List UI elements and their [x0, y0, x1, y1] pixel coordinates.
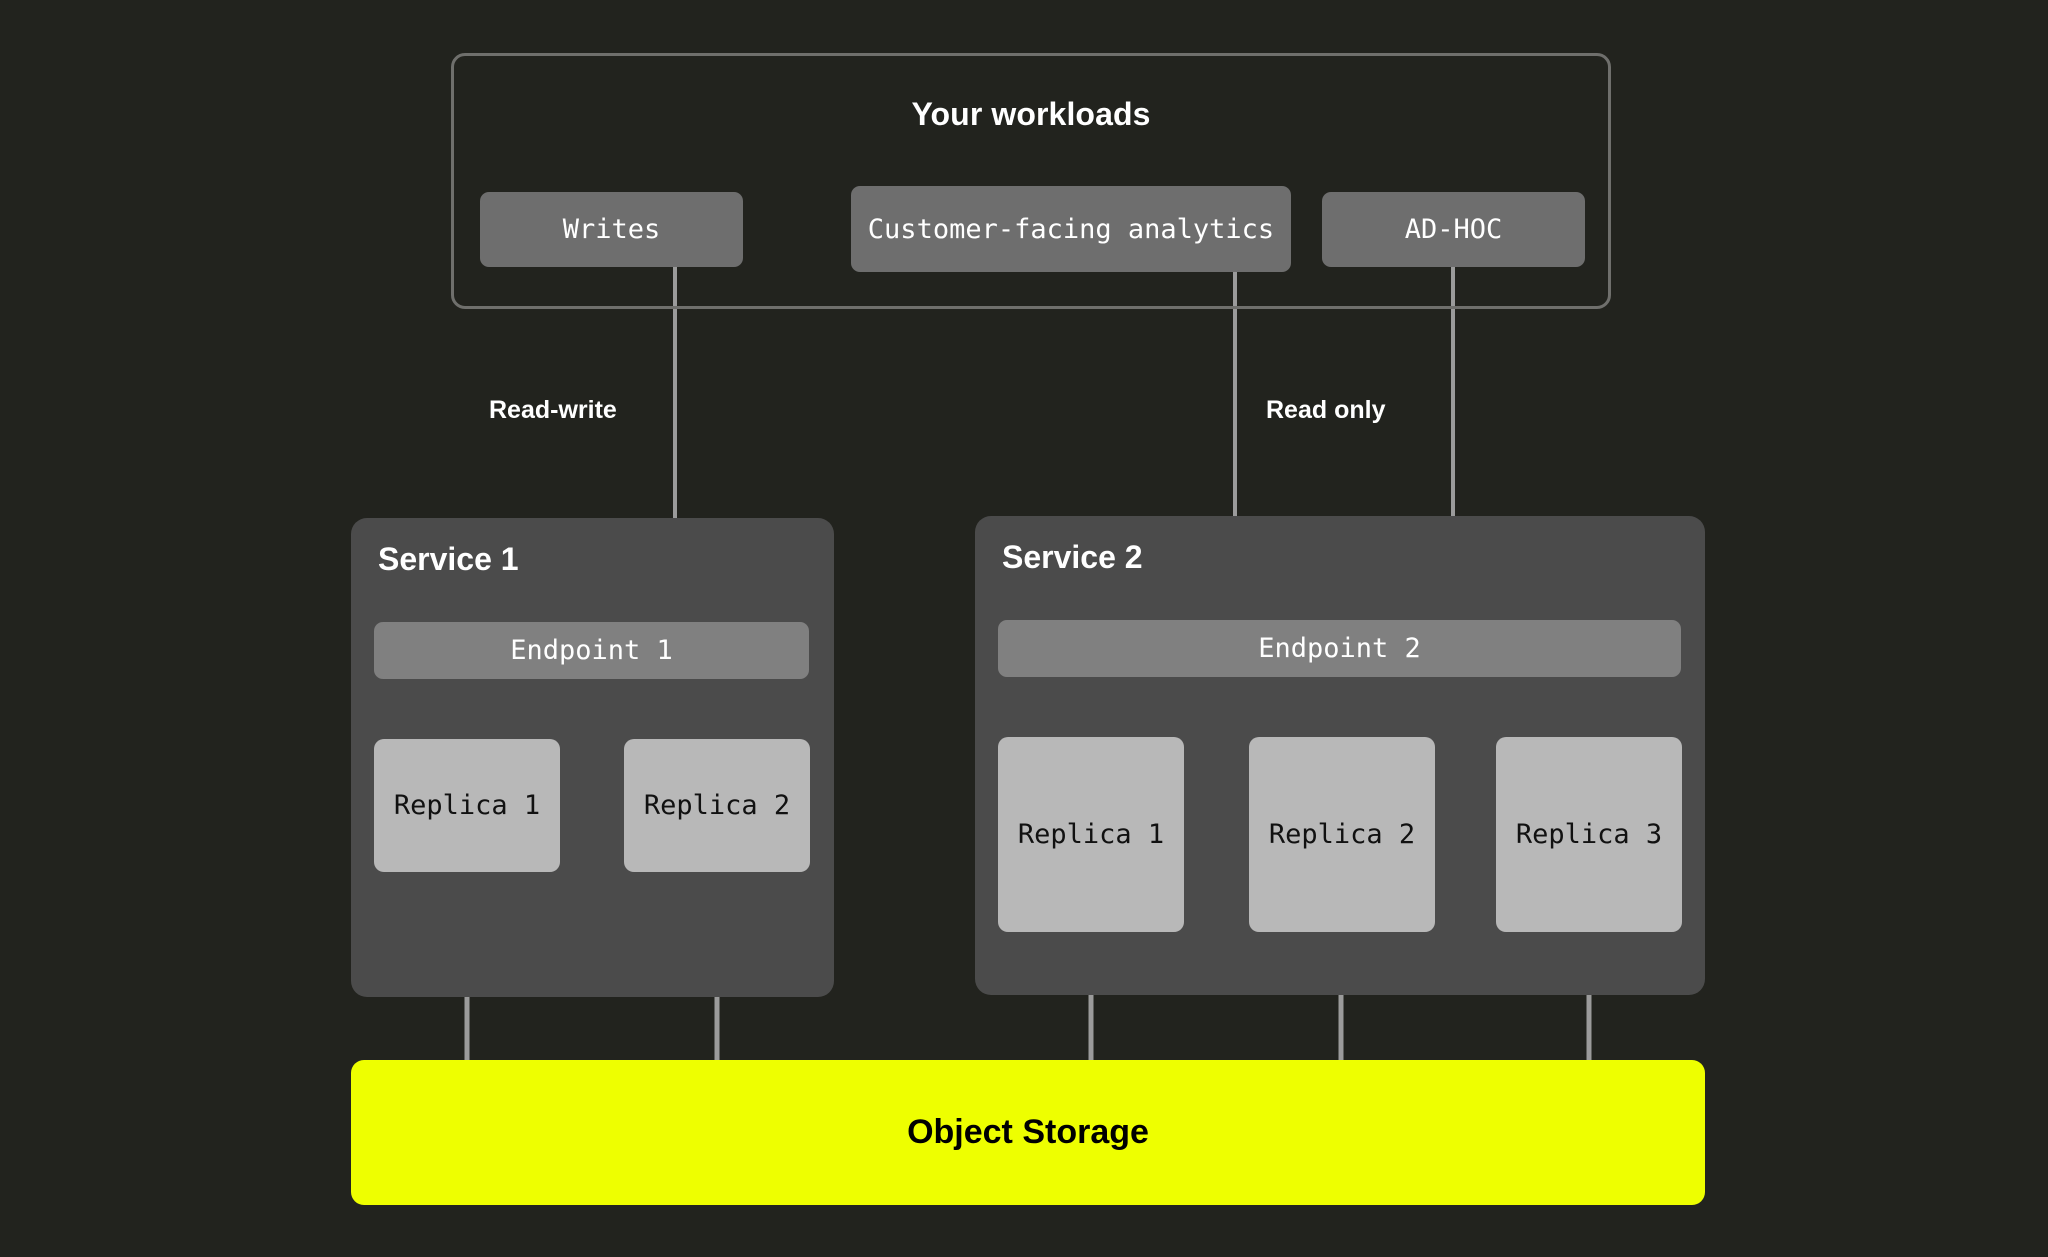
service-1-replica-2[interactable]: Replica 2: [624, 739, 810, 872]
workloads-group: Your workloads: [451, 53, 1611, 309]
service-2-replica-2-label: Replica 2: [1268, 819, 1416, 850]
workload-chip-analytics-label: Customer-facing analytics: [867, 213, 1275, 245]
workload-chip-writes[interactable]: Writes: [480, 192, 743, 267]
workloads-title: Your workloads: [911, 96, 1151, 132]
endpoint-1-label: Endpoint 1: [510, 635, 673, 666]
service-1-replica-2-label: Replica 2: [643, 790, 791, 821]
service-2-replica-2[interactable]: Replica 2: [1249, 737, 1435, 932]
workload-chip-adhoc-label: AD-HOC: [1404, 214, 1503, 245]
service-1-title: Service 1: [378, 541, 519, 577]
endpoint-1[interactable]: Endpoint 1: [374, 622, 809, 679]
service-2-replica-1[interactable]: Replica 1: [998, 737, 1184, 932]
endpoint-2[interactable]: Endpoint 2: [998, 620, 1681, 677]
service-1-replica-1[interactable]: Replica 1: [374, 739, 560, 872]
object-storage-label: Object Storage: [907, 1113, 1149, 1151]
flow-label-read-only: Read only: [1266, 396, 1386, 424]
workload-chip-adhoc[interactable]: AD-HOC: [1322, 192, 1585, 267]
workload-chip-analytics[interactable]: Customer-facing analytics: [851, 186, 1291, 272]
object-storage-bar[interactable]: Object Storage: [351, 1060, 1705, 1205]
workload-chip-writes-label: Writes: [562, 214, 661, 245]
service-2-replica-3[interactable]: Replica 3: [1496, 737, 1682, 932]
flow-label-read-write: Read-write: [489, 396, 617, 424]
service-1-replica-1-label: Replica 1: [393, 790, 541, 821]
service-2-replica-3-label: Replica 3: [1515, 819, 1663, 850]
service-2-replica-1-label: Replica 1: [1017, 819, 1165, 850]
endpoint-2-label: Endpoint 2: [1258, 633, 1421, 664]
service-2-title: Service 2: [1002, 539, 1143, 575]
